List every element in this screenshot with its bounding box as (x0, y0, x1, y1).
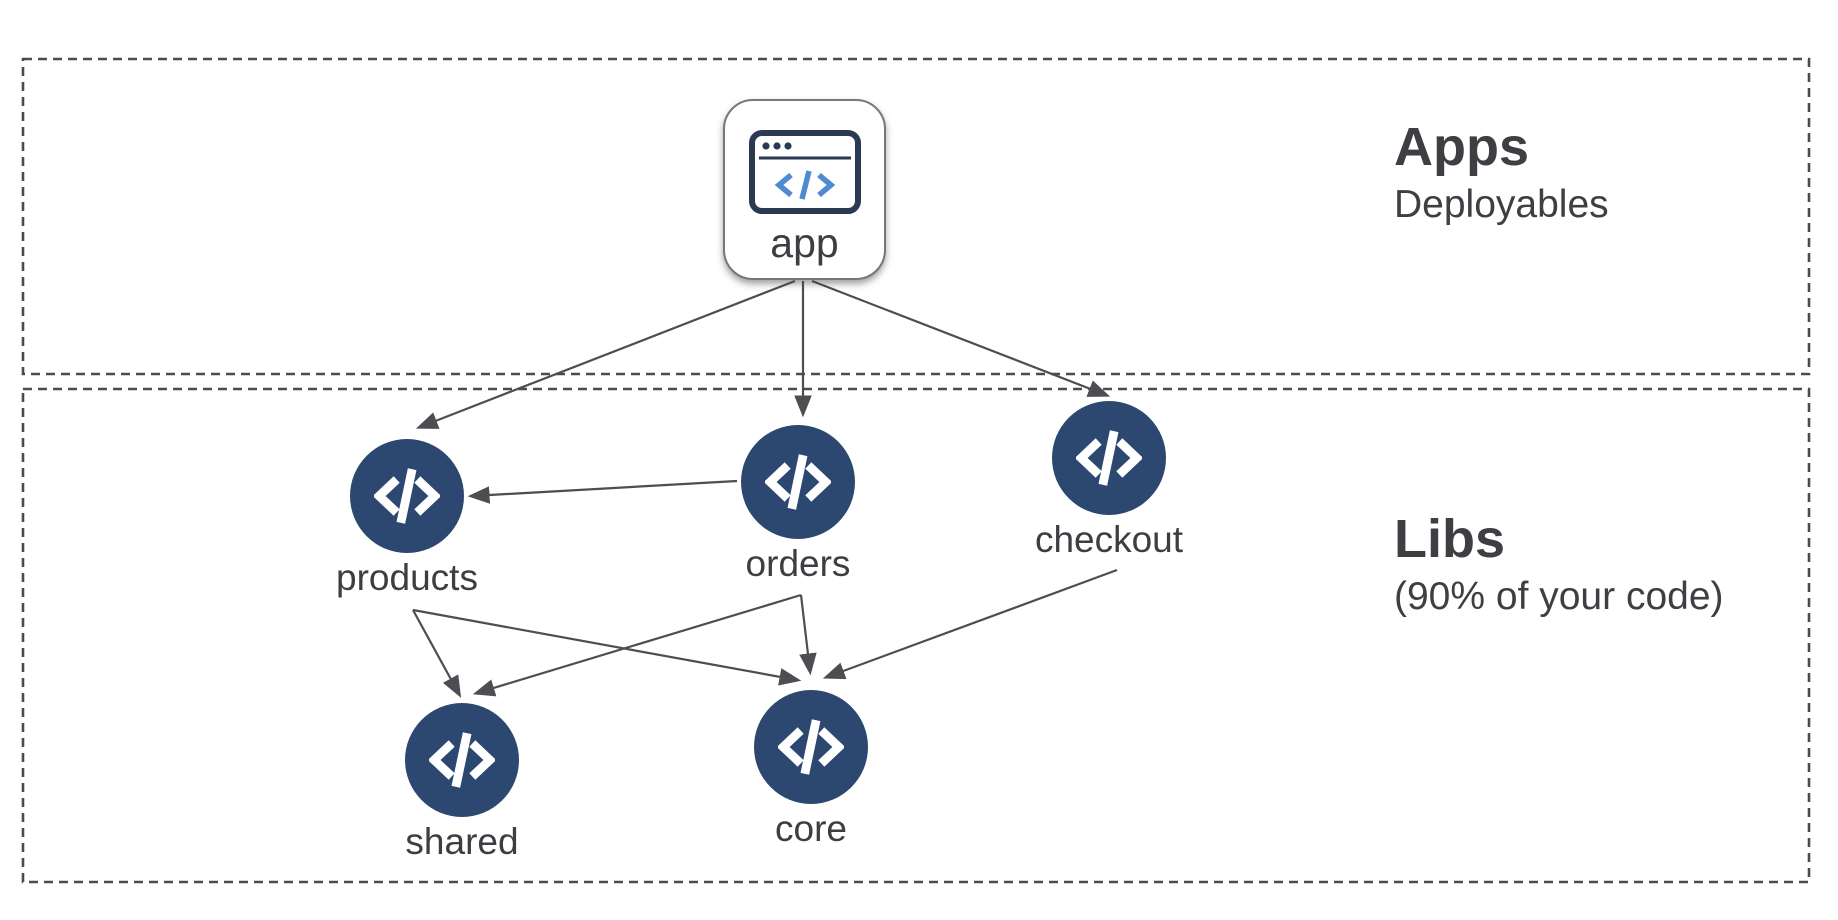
lib-node-label-core: core (775, 808, 847, 849)
edge-products-to-shared (412, 609, 462, 698)
code-icon (429, 732, 495, 788)
libs-section-box (21, 387, 1811, 884)
apps-section-label: Apps Deployables (1394, 117, 1609, 230)
app-node: app (723, 99, 886, 280)
edge-products-to-core (412, 608, 802, 686)
dependency-arrows (412, 279, 1118, 698)
code-icon (778, 719, 844, 775)
lib-node-shared (405, 703, 519, 817)
code-icon (1076, 430, 1142, 486)
lib-node-products (350, 439, 464, 553)
edge-orders-to-shared (472, 593, 802, 697)
edge-app-to-checkout (811, 279, 1111, 397)
lib-node-label-checkout: checkout (1034, 519, 1184, 560)
lib-node-orders (741, 425, 855, 539)
app-node-label: app (770, 220, 839, 266)
lib-node-checkout (1052, 401, 1166, 515)
edge-app-to-products (415, 279, 796, 429)
lib-node-label-orders: orders (745, 543, 851, 584)
lib-node-core (754, 690, 868, 804)
lib-node-label-products: products (336, 557, 478, 598)
code-icon (374, 468, 440, 524)
edge-orders-to-core (799, 594, 817, 676)
code-icon (765, 454, 831, 510)
apps-section-box (21, 57, 1811, 376)
apps-section-title: Apps (1394, 117, 1529, 177)
edge-checkout-to-core (822, 568, 1118, 680)
libs-section-title: Libs (1394, 509, 1506, 569)
libs-section-label: Libs (90% of your code) (1394, 509, 1724, 622)
apps-section-subtitle: Deployables (1394, 183, 1609, 227)
edge-orders-to-products (467, 479, 738, 504)
lib-node-label-shared: shared (405, 821, 519, 862)
browser-code-icon (748, 130, 861, 214)
libs-section-subtitle: (90% of your code) (1394, 575, 1724, 619)
